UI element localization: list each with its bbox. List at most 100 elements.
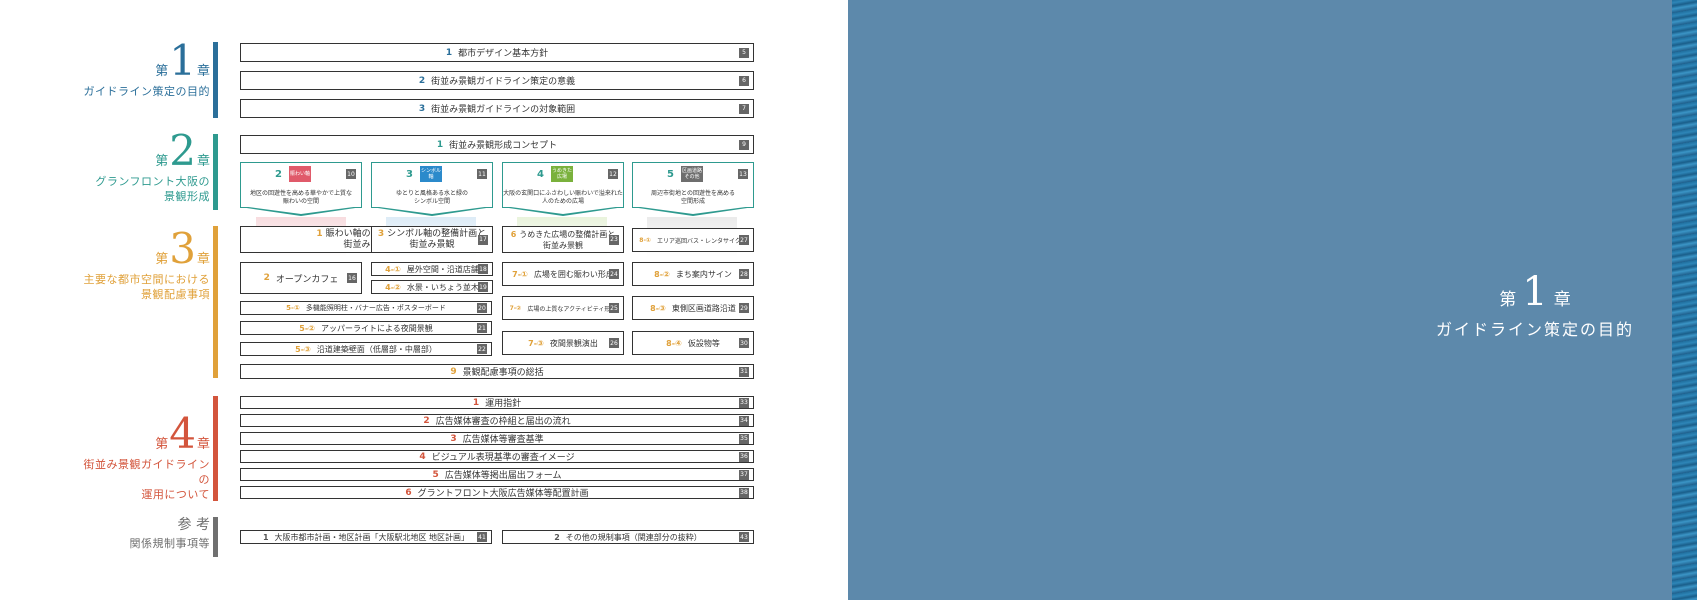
- desc-line1: 地区の回遊性を高める華やかで上質な: [249, 190, 352, 197]
- item-number: 2: [275, 169, 282, 180]
- item-label: 東側区画道路沿道: [671, 303, 736, 313]
- item-label: 広告媒体審査の枠組と届出の流れ: [435, 417, 571, 427]
- page-number: 25: [609, 303, 619, 313]
- item-label: 大阪市都市計画・地区計画「大阪駅北地区 地区計画」: [274, 532, 470, 542]
- item-number: 3: [377, 228, 385, 239]
- desc-line1: 周辺市街地との回遊性を高める: [651, 190, 735, 197]
- water-texture-strip: [1672, 0, 1697, 600]
- down-arrow: [502, 206, 624, 216]
- chapter-title-line1: 街並み景観ガイドラインの: [83, 458, 210, 486]
- item-number: 4: [419, 451, 426, 462]
- item-label: オープンカフェ: [275, 274, 339, 285]
- chapter-suffix: 章: [196, 64, 210, 79]
- item-number: 1: [436, 139, 444, 150]
- axis-tag-icon: 区画道路 その他: [681, 166, 703, 182]
- desc-line1: ゆとりと風格ある水と緑の: [395, 190, 468, 197]
- right-page: [848, 0, 1697, 600]
- ch2-sub-4[interactable]: 4 うめきた 広場 12 大阪の玄関口にふさわしい賑わいで溢来れた人のための広場: [502, 162, 624, 208]
- chapter-title: ガイドライン策定の目的: [83, 85, 210, 98]
- ch2-sub-2[interactable]: 2 賑わい軸 10 地区の回遊性を高める華やかで上質な賑わいの空間: [240, 162, 362, 208]
- item-label: 広告媒体等掲出届出フォーム: [444, 471, 562, 481]
- item-label: アッパーライトによる夜間景観: [320, 323, 433, 333]
- item-number: 2: [554, 532, 560, 542]
- chapter3-bar: [213, 226, 218, 378]
- chapter-title-line2: 運用について: [141, 488, 210, 501]
- axis-tag-icon: うめきた 広場: [551, 166, 573, 182]
- item-number: 6: [405, 487, 412, 498]
- desc-line1: 大阪の玄関口にふさわしい賑わいで溢来れた: [503, 190, 623, 197]
- page-number: 24: [609, 269, 619, 279]
- ch2-sub-3[interactable]: 3 シンボル軸 11 ゆとりと風格ある水と緑のシンボル空間: [371, 162, 493, 208]
- item-number: 8-④: [666, 338, 682, 348]
- item-label-line2: 街並み景観: [543, 240, 583, 250]
- chapter2-bar: [213, 134, 218, 210]
- page-number: 27: [739, 235, 749, 245]
- chapter-suffix: 章: [196, 252, 210, 267]
- chapter-number: 1: [1522, 269, 1548, 315]
- chapter-title-line1: 主要な都市空間における: [83, 273, 210, 286]
- item-label: 街並み景観ガイドラインの対象範囲: [431, 105, 576, 115]
- chapter2-label: 第2章 グランフロント大阪の 景観形成: [80, 130, 210, 204]
- item-label: 夜間景観演出: [549, 338, 598, 348]
- page-number: 20: [477, 303, 487, 313]
- item-number: 5-①: [286, 304, 300, 312]
- chapter1-label: 第1章 ガイドライン策定の目的: [80, 40, 211, 99]
- page-number: 6: [739, 75, 749, 86]
- item-number: 8-②: [654, 269, 670, 279]
- chapter-prefix: 第: [155, 154, 169, 169]
- item-label-line1: 賑わい軸の整備計画と: [326, 229, 416, 239]
- item-label: 街並み景観ガイドライン策定の意義: [431, 77, 576, 87]
- item-number: 1: [472, 397, 480, 408]
- item-number: 3: [406, 169, 413, 180]
- chapter-prefix: 第: [155, 252, 169, 267]
- item-label: ビジュアル表現基準の審査イメージ: [431, 453, 575, 463]
- page-number: 43: [739, 532, 749, 542]
- item-number: 2: [263, 273, 270, 283]
- item-number: 3: [450, 433, 457, 444]
- item-label: エリア巡回バス・レンタサイクル: [657, 237, 747, 245]
- page-number: 34: [739, 415, 749, 426]
- axis-tag-icon: シンボル軸: [420, 166, 442, 182]
- ch2-sub-5[interactable]: 5 区画道路 その他 13 周辺市街地との回遊性を高める空間形成: [632, 162, 754, 208]
- chapter-number: 3: [169, 224, 196, 273]
- item-label: 運用指針: [485, 399, 522, 409]
- chapter-title: ガイドライン策定の目的: [1435, 320, 1634, 339]
- chapter-prefix: 第: [155, 437, 169, 452]
- item-number: 5: [667, 169, 674, 180]
- item-number: 8-③: [650, 303, 666, 313]
- chapter-number: 4: [169, 409, 196, 458]
- page-number: 35: [739, 433, 749, 444]
- chapter-suffix: 章: [196, 437, 210, 452]
- item-label-line1: シンボル軸の整備計画と: [387, 228, 487, 239]
- page-number: 28: [739, 269, 749, 279]
